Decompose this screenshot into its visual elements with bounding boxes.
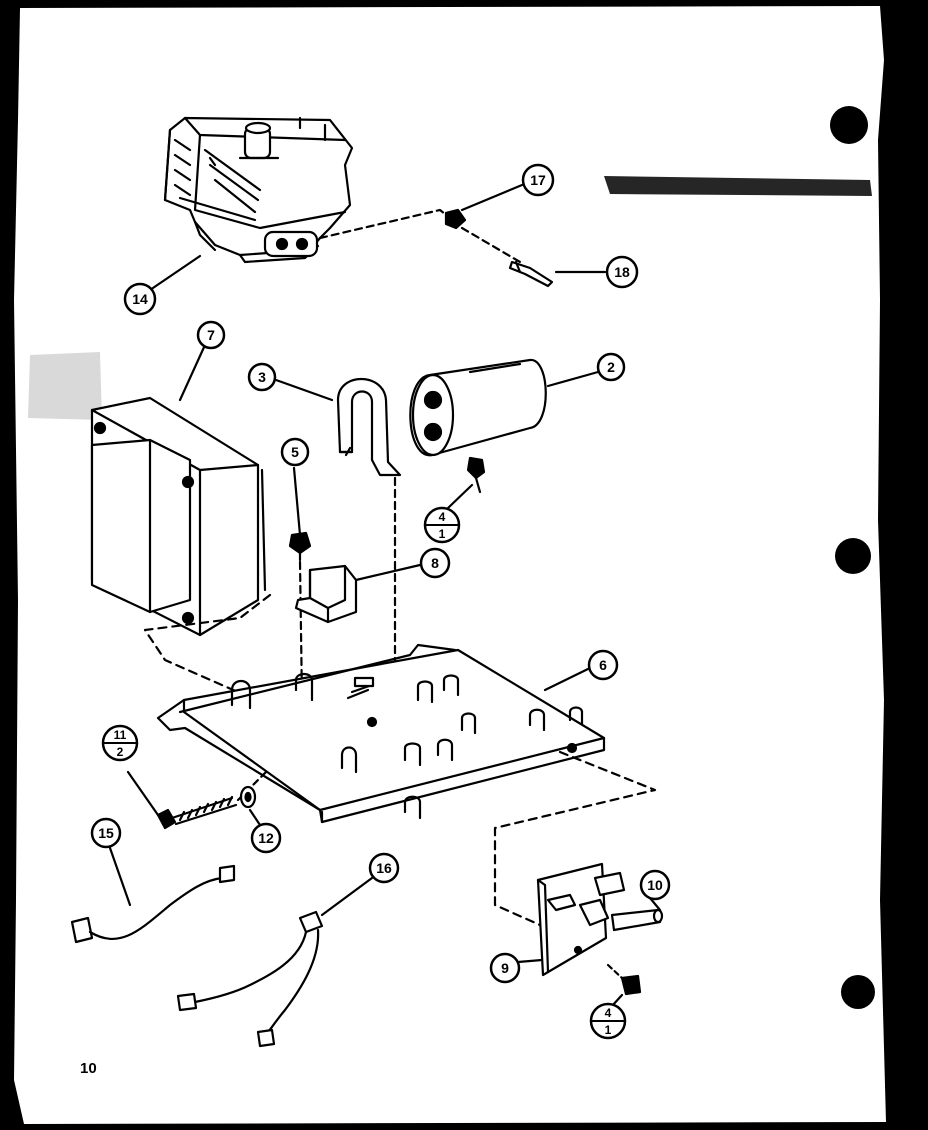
- callout-9: 9: [489, 952, 521, 984]
- binding-hole-middle: [835, 538, 871, 574]
- callout-7: 7: [196, 320, 226, 350]
- callout-5: 5: [280, 437, 310, 467]
- callout-4-over-1-bottom: 4 1: [589, 1002, 627, 1040]
- svg-text:9: 9: [501, 960, 509, 976]
- svg-text:1: 1: [605, 1023, 612, 1037]
- callout-8: 8: [419, 547, 451, 579]
- svg-text:17: 17: [530, 172, 546, 188]
- screw-part: [466, 456, 486, 494]
- base-plate-part: [156, 643, 606, 824]
- callout-11-over-2: 11 2: [101, 724, 139, 762]
- callout-18: 18: [605, 255, 639, 289]
- callout-12: 12: [250, 822, 282, 854]
- svg-text:8: 8: [431, 555, 439, 571]
- capacitor-bracket-part: [336, 378, 402, 477]
- scan-noise: [28, 352, 102, 420]
- mounting-screw-part: [156, 795, 238, 830]
- svg-text:4: 4: [605, 1006, 612, 1020]
- callout-15: 15: [90, 817, 122, 849]
- binding-hole-top: [830, 106, 868, 144]
- svg-text:7: 7: [207, 327, 215, 343]
- scan-streak: [604, 176, 872, 196]
- binding-hole-bottom: [841, 975, 875, 1009]
- washer-part: [239, 785, 257, 809]
- fuse-part: [610, 908, 664, 932]
- wire-harness-part-16: [176, 910, 324, 1048]
- svg-text:6: 6: [599, 657, 607, 673]
- svg-text:14: 14: [132, 291, 148, 307]
- wire-harness-part-15: [70, 864, 236, 944]
- screw-part-5: [288, 531, 312, 562]
- svg-text:11: 11: [114, 728, 127, 742]
- callout-10: 10: [639, 869, 671, 901]
- callout-16: 16: [368, 852, 400, 884]
- pin-part: [508, 260, 554, 288]
- svg-text:10: 10: [647, 877, 663, 893]
- svg-text:2: 2: [607, 359, 615, 375]
- nut-part: [444, 208, 467, 230]
- svg-text:15: 15: [98, 825, 114, 841]
- callout-3: 3: [247, 362, 277, 392]
- callout-2: 2: [596, 352, 626, 382]
- callout-6: 6: [587, 649, 619, 681]
- fuse-holder-board-part: [536, 862, 626, 977]
- svg-text:2: 2: [117, 745, 124, 759]
- callout-14: 14: [123, 282, 157, 316]
- svg-text:16: 16: [376, 860, 392, 876]
- callout-4-over-1-top: 4 1: [423, 506, 461, 544]
- svg-text:4: 4: [439, 510, 446, 524]
- diode-part: [294, 564, 358, 624]
- page-number: 10: [80, 1060, 97, 1077]
- svg-text:3: 3: [258, 369, 266, 385]
- screw-part-board: [606, 963, 642, 996]
- svg-text:12: 12: [258, 830, 274, 846]
- svg-text:1: 1: [439, 527, 446, 541]
- magnetron-part: [163, 116, 354, 264]
- callout-17: 17: [521, 163, 555, 197]
- transformer-part: [90, 396, 267, 637]
- svg-text:5: 5: [291, 444, 299, 460]
- capacitor-part: [409, 358, 547, 457]
- svg-text:18: 18: [614, 264, 630, 280]
